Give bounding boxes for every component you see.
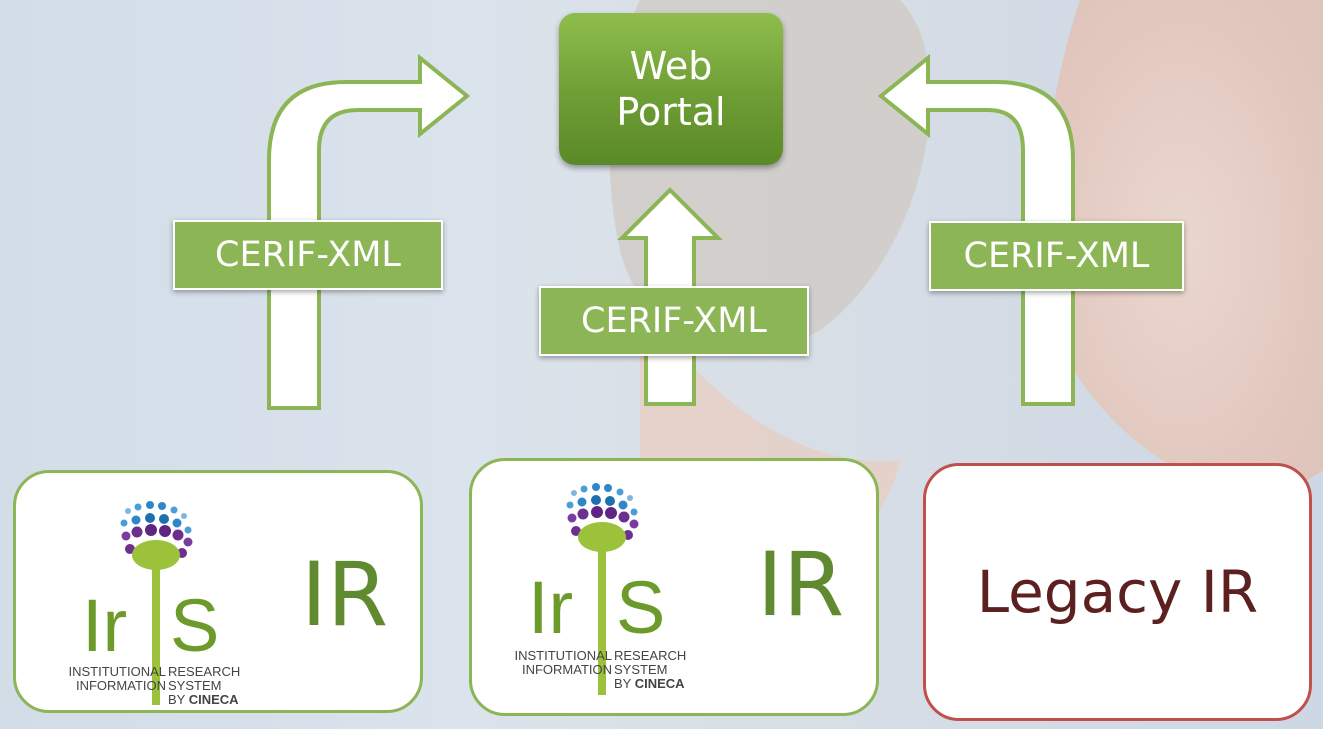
web-portal-line1: Web: [629, 44, 713, 88]
svg-text:S: S: [170, 584, 219, 667]
cerif-label-center: CERIF-XML: [539, 286, 809, 356]
source-card-iris-1: Ir S INSTITUTIONAL INFORMATION RESEARCH …: [13, 470, 423, 713]
logo-text-research: RESEARCH: [168, 664, 241, 679]
web-portal-box: Web Portal: [559, 13, 783, 165]
iris-logo-dots: [566, 483, 639, 540]
logo-text-by: BY: [168, 692, 186, 707]
logo-text-information: INFORMATION: [521, 662, 612, 677]
logo-text-information: INFORMATION: [75, 678, 166, 693]
source-card-iris-2: Ir S INSTITUTIONAL INFORMATION RESEARCH …: [469, 458, 879, 716]
logo-text-system: SYSTEM: [614, 662, 668, 677]
logo-text-by: BY: [614, 676, 632, 691]
logo-text-cineca: CINECA: [634, 676, 685, 691]
logo-text-cineca: CINECA: [188, 692, 239, 707]
logo-text-institutional: INSTITUTIONAL: [68, 664, 166, 679]
logo-text-research: RESEARCH: [614, 648, 687, 663]
iris-logo: Ir S: [82, 501, 219, 705]
svg-text:Ir: Ir: [528, 566, 573, 649]
iris-logo: Ir S: [528, 483, 665, 695]
iris-logo-stem: [598, 537, 606, 695]
source-label-ir-2: IR: [757, 533, 845, 636]
logo-text-institutional: INSTITUTIONAL: [514, 648, 612, 663]
svg-text:S: S: [616, 566, 665, 649]
web-portal-line2: Portal: [616, 90, 726, 134]
source-label-legacy-ir: Legacy IR: [976, 558, 1259, 626]
iris-logo-stem: [152, 555, 160, 705]
source-card-legacy: Legacy IR: [923, 463, 1312, 721]
logo-text-system: SYSTEM: [168, 678, 222, 693]
iris-logo-dots: [120, 501, 193, 558]
cerif-label-left: CERIF-XML: [173, 220, 443, 290]
source-label-ir-1: IR: [301, 543, 389, 646]
cerif-label-right: CERIF-XML: [929, 221, 1184, 291]
svg-text:Ir: Ir: [82, 584, 127, 667]
